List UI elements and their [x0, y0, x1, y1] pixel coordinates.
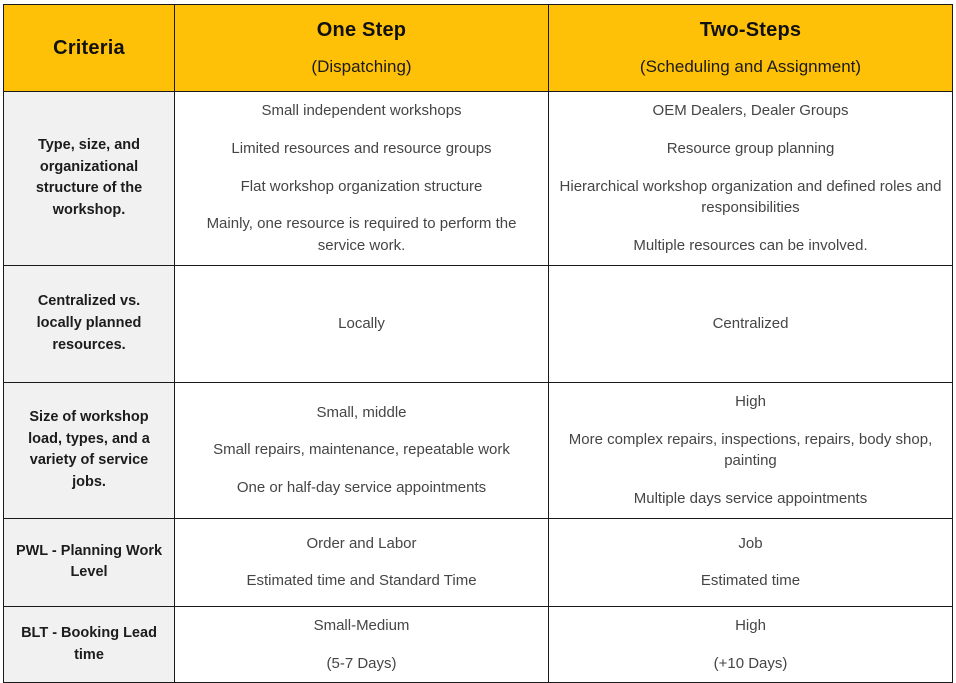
column-header-criteria-title: Criteria — [53, 36, 125, 59]
table-row: BLT - Booking Lead time Small-Medium (5-7 … — [3, 605, 953, 683]
column-header-one-step-title: One Step — [316, 19, 407, 42]
one-step-vs-two-steps-comparison-table: Criteria One Step (Dispatching) Two-Step… — [3, 4, 953, 683]
column-header-two-steps: Two-Steps (Scheduling and Assignment) — [548, 4, 953, 92]
cell-line: (5-7 Days) — [326, 654, 397, 672]
cell-line: Job — [738, 534, 763, 552]
two-steps-cell: High (+10 Days) — [548, 605, 953, 683]
column-header-two-steps-title: Two-Steps — [699, 19, 802, 42]
cell-line: Multiple days service appointments — [633, 490, 868, 507]
cell-line: Small-Medium — [313, 616, 410, 634]
table-header: Criteria One Step (Dispatching) Two-Step… — [3, 4, 953, 92]
cell-line: Limited resources and resource groups — [231, 139, 492, 157]
cell-line: Resource group planning — [666, 139, 835, 157]
table-row: Size of workshop load, types, and a vari… — [3, 381, 953, 519]
cell-line: Multiple resources can be involved. — [633, 237, 868, 254]
criteria-cell: Centralized vs. locally planned resource… — [3, 264, 175, 383]
cell-line: Flat workshop organization structure — [240, 177, 483, 195]
cell-line: Small, middle — [316, 403, 407, 421]
one-step-cell: Locally — [174, 264, 549, 383]
table-body: Type, size, and organizational structure… — [3, 91, 953, 683]
table-row: Centralized vs. locally planned resource… — [3, 264, 953, 383]
column-header-one-step-subtitle: (Dispatching) — [311, 57, 412, 77]
cell-line: High — [735, 392, 766, 410]
criteria-cell: BLT - Booking Lead time — [3, 605, 175, 683]
cell-line: Order and Labor — [306, 534, 417, 552]
two-steps-cell: Centralized — [548, 264, 953, 383]
cell-line: Small independent workshops — [261, 102, 462, 119]
column-header-two-steps-subtitle: (Scheduling and Assignment) — [639, 57, 862, 77]
table-row: Type, size, and organizational structure… — [3, 91, 953, 266]
cell-line: One or half-day service appointments — [236, 479, 487, 497]
cell-line: Estimated time and Standard Time — [246, 572, 477, 590]
cell-line: Small repairs, maintenance, repeatable w… — [213, 441, 510, 459]
cell-line: Centralized — [712, 314, 789, 332]
criteria-cell: Type, size, and organizational structure… — [3, 91, 175, 266]
cell-line: High — [735, 616, 766, 634]
one-step-cell: Small-Medium (5-7 Days) — [174, 605, 549, 683]
cell-line: Mainly, one resource is required to perf… — [206, 215, 517, 254]
cell-line: (+10 Days) — [713, 654, 788, 672]
criteria-cell: PWL - Planning Work Level — [3, 517, 175, 607]
cell-line: Estimated time — [700, 572, 801, 590]
column-header-one-step: One Step (Dispatching) — [174, 4, 549, 92]
column-header-criteria: Criteria — [3, 4, 175, 92]
cell-line: OEM Dealers, Dealer Groups — [652, 102, 849, 119]
criteria-cell: Size of workshop load, types, and a vari… — [3, 381, 175, 519]
cell-line: More complex repairs, inspections, repai… — [568, 430, 933, 470]
cell-line: Hierarchical workshop organization and d… — [559, 177, 942, 217]
table-header-row: Criteria One Step (Dispatching) Two-Step… — [3, 4, 953, 92]
cell-line: Locally — [338, 314, 385, 332]
